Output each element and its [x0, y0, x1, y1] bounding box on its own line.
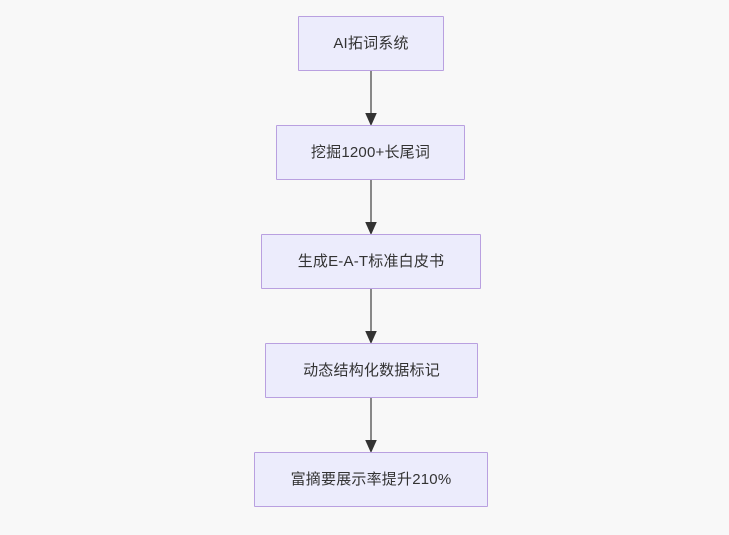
- edge-node2-to-node3: [365, 180, 377, 235]
- flowchart-node-mine-longtail-keywords[interactable]: 挖掘1200+长尾词: [276, 125, 465, 180]
- node-label: 动态结构化数据标记: [303, 361, 440, 379]
- flowchart-node-generate-eat-whitepaper[interactable]: 生成E-A-T标准白皮书: [261, 234, 481, 289]
- flowchart-node-dynamic-structured-data-markup[interactable]: 动态结构化数据标记: [265, 343, 478, 398]
- edge-node4-to-node5: [365, 398, 377, 453]
- edge-node1-to-node2: [365, 71, 377, 126]
- edge-node3-to-node4: [365, 289, 377, 344]
- node-label: 挖掘1200+长尾词: [310, 143, 431, 161]
- flowchart-node-rich-snippet-impression-lift[interactable]: 富摘要展示率提升210%: [254, 452, 488, 507]
- flowchart-node-ai-keyword-system[interactable]: AI拓词系统: [298, 16, 444, 71]
- node-label: 生成E-A-T标准白皮书: [297, 252, 445, 270]
- node-label: 富摘要展示率提升210%: [290, 470, 452, 488]
- node-label: AI拓词系统: [333, 34, 409, 52]
